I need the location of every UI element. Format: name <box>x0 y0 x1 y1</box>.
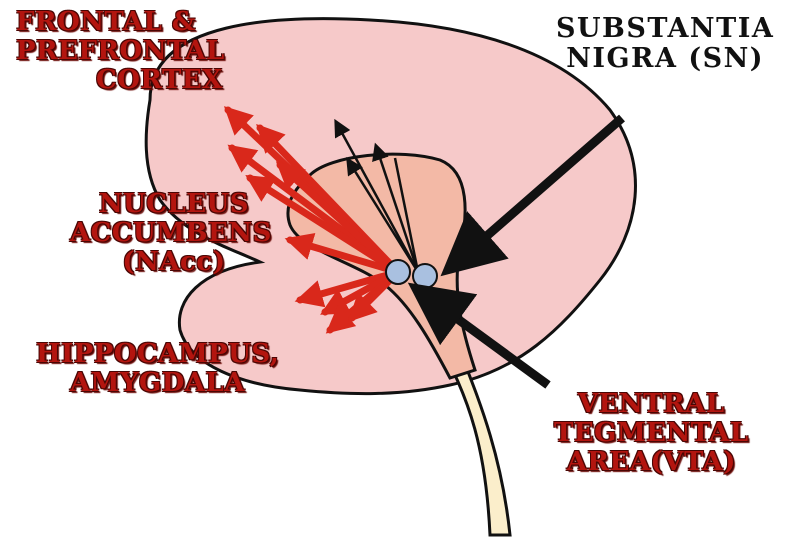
label-substantia-nigra: SUBSTANTIA NIGRA (SN) <box>556 14 774 74</box>
label-frontal-line-2: PREFRONTAL <box>16 37 225 66</box>
label-ventral-tegmental-area: VENTRAL TEGMENTAL AREA(VTA) <box>554 390 749 477</box>
label-hippo-line-1: HIPPOCAMPUS, <box>36 340 279 369</box>
label-nucleus-accumbens: NUCLEUS ACCUMBENS (NAcc) <box>76 190 272 277</box>
label-frontal-line-3: CORTEX <box>16 66 225 95</box>
label-vta-line-3: AREA(VTA) <box>554 448 749 477</box>
vta-nucleus <box>386 260 410 284</box>
label-sn-line-1: SUBSTANTIA <box>556 14 774 44</box>
label-frontal-cortex: FRONTAL & PREFRONTAL CORTEX <box>16 8 225 95</box>
label-frontal-line-1: FRONTAL & <box>16 8 225 37</box>
label-nacc-line-3: (NAcc) <box>76 248 272 277</box>
label-nacc-line-1: NUCLEUS <box>76 190 272 219</box>
label-sn-line-2: NIGRA (SN) <box>556 44 774 74</box>
label-hippocampus-amygdala: HIPPOCAMPUS, AMYGDALA <box>36 340 279 398</box>
sn-nucleus <box>413 264 437 288</box>
label-hippo-line-2: AMYGDALA <box>36 369 279 398</box>
label-vta-line-1: VENTRAL <box>554 390 749 419</box>
label-nacc-line-2: ACCUMBENS <box>70 219 272 248</box>
label-vta-line-2: TEGMENTAL <box>554 419 749 448</box>
